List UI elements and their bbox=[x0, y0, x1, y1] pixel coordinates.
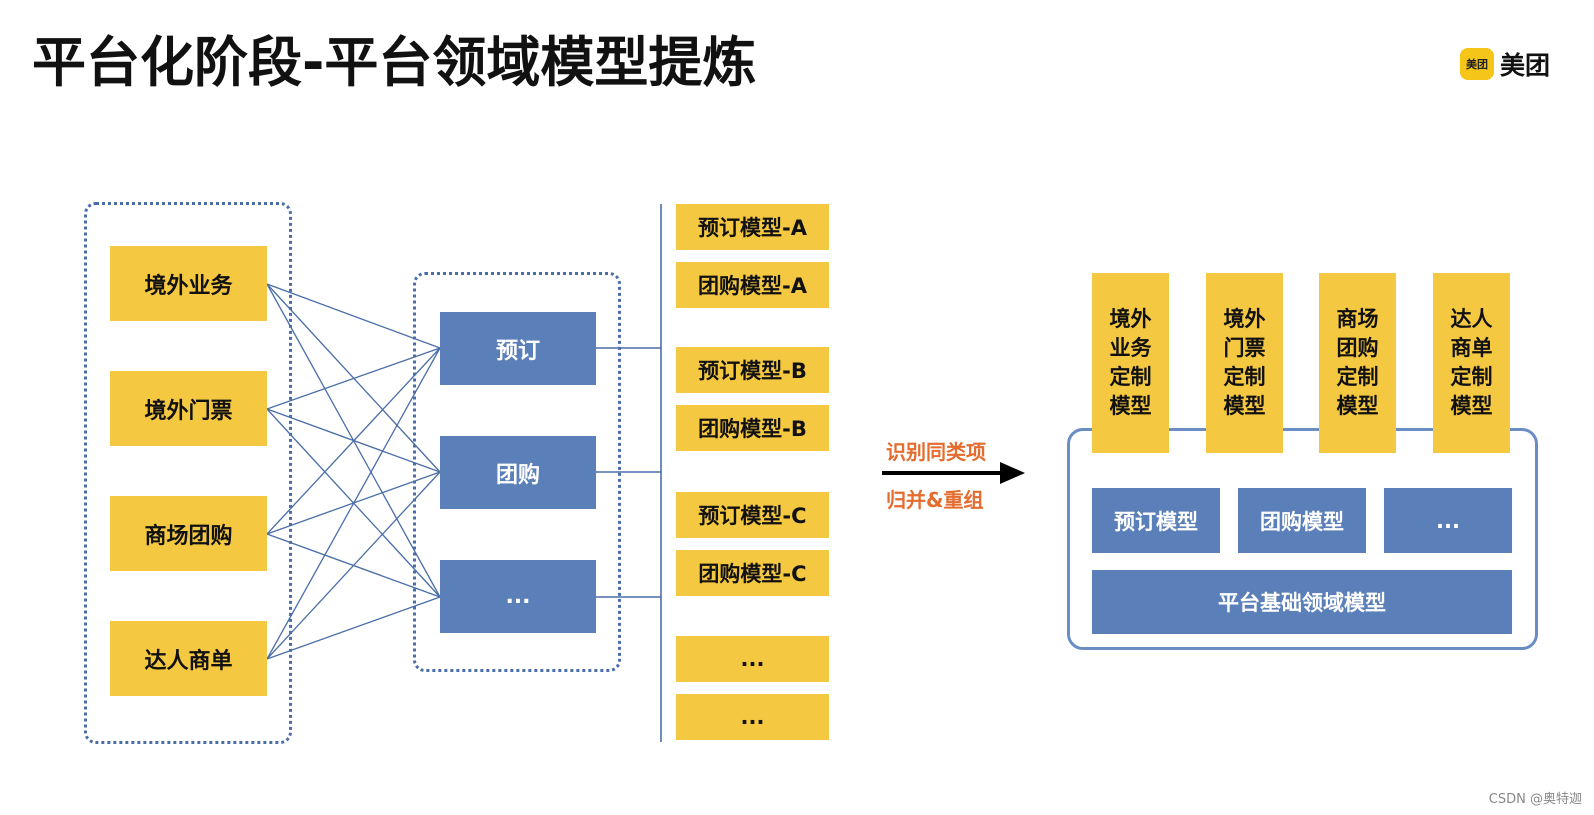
platform-model-box: ... bbox=[1384, 488, 1512, 553]
logo-badge: 美团 bbox=[1460, 48, 1494, 80]
model-box: 预订模型-A bbox=[676, 204, 829, 250]
custom-model-box: 商场 团购 定制 模型 bbox=[1319, 273, 1396, 453]
custom-model-box: 境外 门票 定制 模型 bbox=[1206, 273, 1283, 453]
source-box: 达人商单 bbox=[110, 621, 267, 696]
middle-to-models-lines bbox=[596, 204, 662, 742]
sources-group bbox=[84, 202, 292, 744]
model-box: 团购模型-C bbox=[676, 550, 829, 596]
model-box: ... bbox=[676, 636, 829, 682]
platform-base-box: 平台基础领域模型 bbox=[1092, 570, 1512, 634]
source-to-middle-lines bbox=[266, 283, 441, 660]
custom-model-box: 达人 商单 定制 模型 bbox=[1433, 273, 1510, 453]
source-box: 境外门票 bbox=[110, 371, 267, 446]
transform-arrow bbox=[882, 462, 1025, 484]
middle-group bbox=[413, 272, 621, 672]
middle-box: 预订 bbox=[440, 312, 596, 385]
watermark: CSDN @奥特迦 bbox=[1488, 792, 1582, 807]
middle-box: ... bbox=[440, 560, 596, 633]
platform-model-box: 团购模型 bbox=[1238, 488, 1366, 553]
logo-text: 美团 bbox=[1500, 51, 1551, 80]
middle-box: 团购 bbox=[440, 436, 596, 509]
model-box: 预订模型-B bbox=[676, 347, 829, 393]
source-box: 商场团购 bbox=[110, 496, 267, 571]
source-box: 境外业务 bbox=[110, 246, 267, 321]
model-box: 团购模型-B bbox=[676, 405, 829, 451]
custom-model-box: 境外 业务 定制 模型 bbox=[1092, 273, 1169, 453]
meituan-logo: 美团 美团 bbox=[1460, 46, 1550, 82]
arrow-label-top: 识别同类项 bbox=[886, 440, 986, 464]
page-title: 平台化阶段-平台领域模型提炼 bbox=[32, 31, 757, 94]
platform-model-box: 预订模型 bbox=[1092, 488, 1220, 553]
arrow-label-bottom: 归并&重组 bbox=[886, 488, 984, 512]
model-box: ... bbox=[676, 694, 829, 740]
platform-container bbox=[1067, 428, 1538, 650]
model-box: 团购模型-A bbox=[676, 262, 829, 308]
model-box: 预订模型-C bbox=[676, 492, 829, 538]
